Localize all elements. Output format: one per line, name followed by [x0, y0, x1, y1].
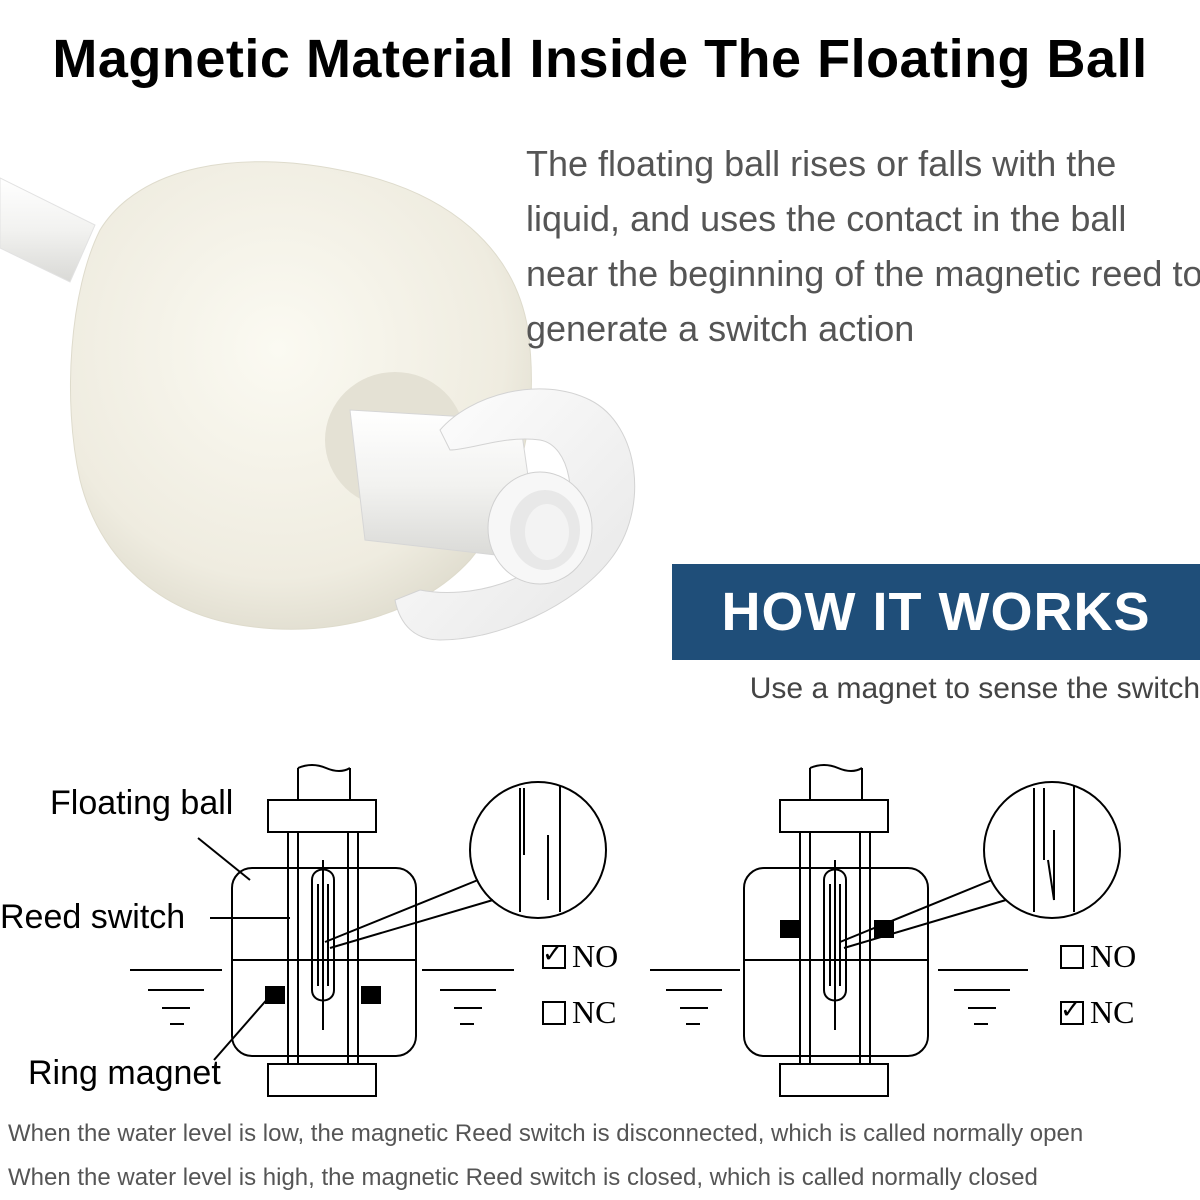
low-level-diagram — [130, 764, 607, 1097]
checkbox-checked-icon: ✓ — [542, 941, 566, 969]
checkbox-empty-icon — [542, 1000, 566, 1025]
high-no-label: NO — [1090, 938, 1137, 974]
low-no-label: NO — [572, 938, 619, 974]
high-nc-option: ✓ NC — [1060, 994, 1134, 1031]
low-no-option: ✓ NO — [542, 938, 618, 975]
banner-subheading: Use a magnet to sense the switch — [749, 672, 1200, 705]
page-title: Magnetic Material Inside The Floating Ba… — [52, 29, 1148, 89]
checkbox-checked-icon: ✓ — [1060, 997, 1084, 1025]
low-nc-option: NC — [542, 994, 616, 1031]
high-no-option: NO — [1060, 938, 1136, 975]
how-it-works-banner: HOW IT WORKS — [672, 564, 1200, 660]
low-nc-label: NC — [572, 994, 617, 1030]
high-nc-label: NC — [1090, 994, 1135, 1030]
caption-low-level: When the water level is low, the magneti… — [8, 1120, 1084, 1147]
label-ring-magnet: Ring magnet — [28, 1054, 221, 1092]
high-level-diagram — [650, 764, 1121, 1097]
banner-heading: HOW IT WORKS — [721, 582, 1151, 642]
label-reed-switch: Reed switch — [0, 898, 186, 936]
label-floating-ball: Floating ball — [50, 784, 234, 822]
checkbox-empty-icon — [1060, 944, 1084, 969]
caption-high-level: When the water level is high, the magnet… — [8, 1164, 1038, 1191]
description-text: The floating ball rises or falls with th… — [526, 143, 1200, 349]
